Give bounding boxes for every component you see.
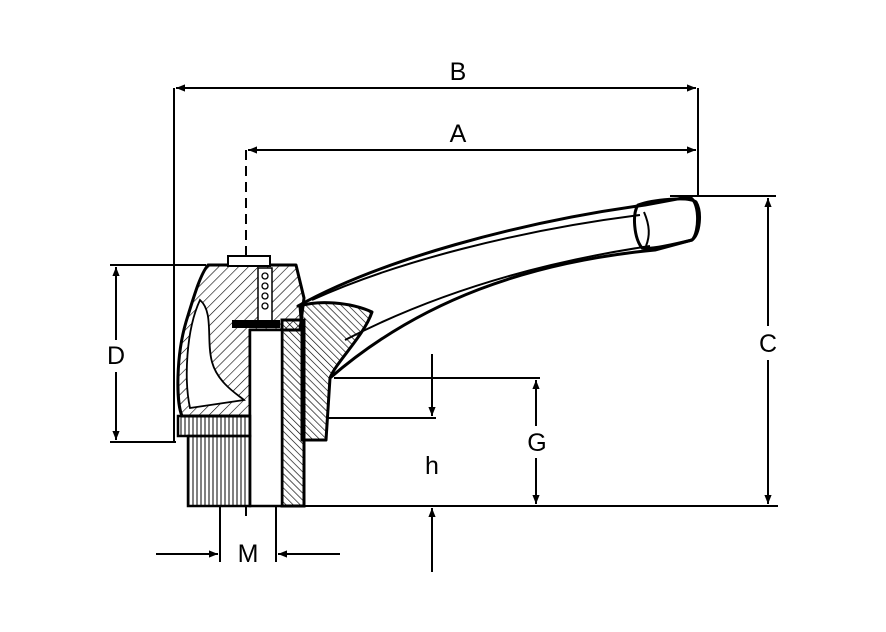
dimension-A: A: [248, 120, 696, 154]
dimension-h: h: [326, 354, 439, 572]
dimension-G: G: [334, 377, 552, 504]
label-M: M: [238, 540, 259, 568]
label-A: A: [450, 120, 467, 148]
label-C: C: [759, 330, 777, 358]
detent-balls: [257, 267, 273, 323]
dimension-C: C: [670, 195, 784, 504]
label-h: h: [425, 452, 439, 480]
dimension-M: M: [156, 506, 340, 568]
dimension-D: D: [100, 264, 206, 443]
handle-lever: [296, 195, 701, 380]
label-G: G: [527, 429, 546, 457]
hub-body: [176, 255, 374, 442]
label-D: D: [107, 342, 125, 370]
threaded-bushing: [176, 318, 306, 508]
label-B: B: [450, 58, 467, 86]
